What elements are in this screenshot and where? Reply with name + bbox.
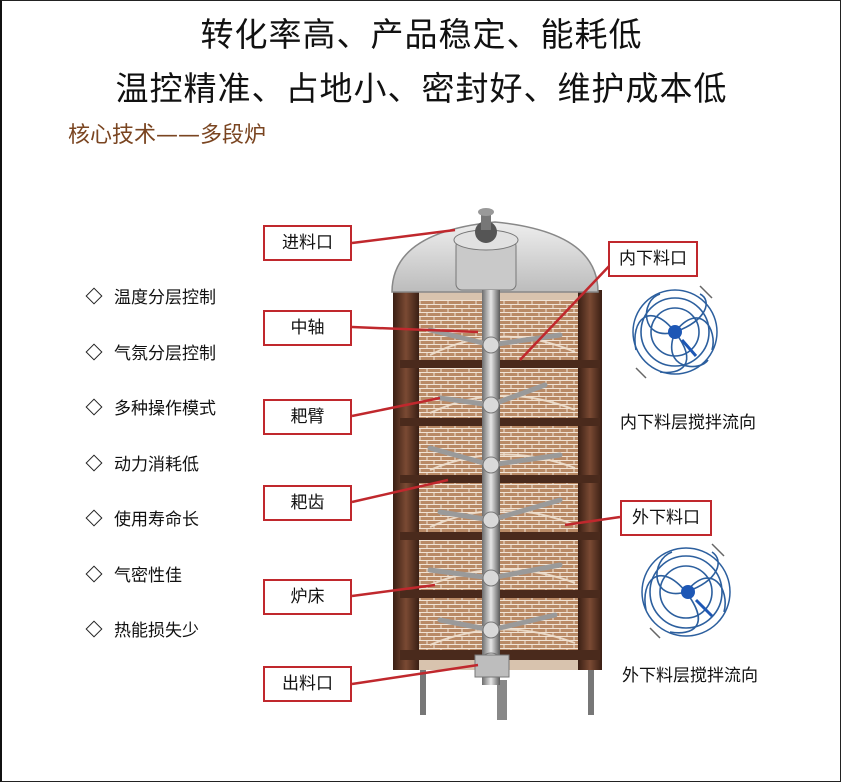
label-rabble-teeth: 耙齿 bbox=[263, 485, 352, 521]
label-outer-drop-hole: 外下料口 bbox=[620, 500, 712, 536]
caption-outer-swirl: 外下料层搅拌流向 bbox=[610, 661, 770, 686]
label-feed-inlet: 进料口 bbox=[263, 225, 352, 261]
caption-inner-swirl: 内下料层搅拌流向 bbox=[608, 408, 768, 433]
label-rabble-arm: 耙臂 bbox=[263, 399, 352, 435]
label-hearth: 炉床 bbox=[263, 579, 352, 615]
label-inner-drop-hole: 内下料口 bbox=[608, 241, 698, 277]
label-central-shaft: 中轴 bbox=[263, 310, 352, 346]
label-discharge-outlet: 出料口 bbox=[263, 666, 352, 702]
outer-swirl-diagram bbox=[642, 544, 730, 638]
inner-swirl-diagram bbox=[633, 286, 717, 378]
